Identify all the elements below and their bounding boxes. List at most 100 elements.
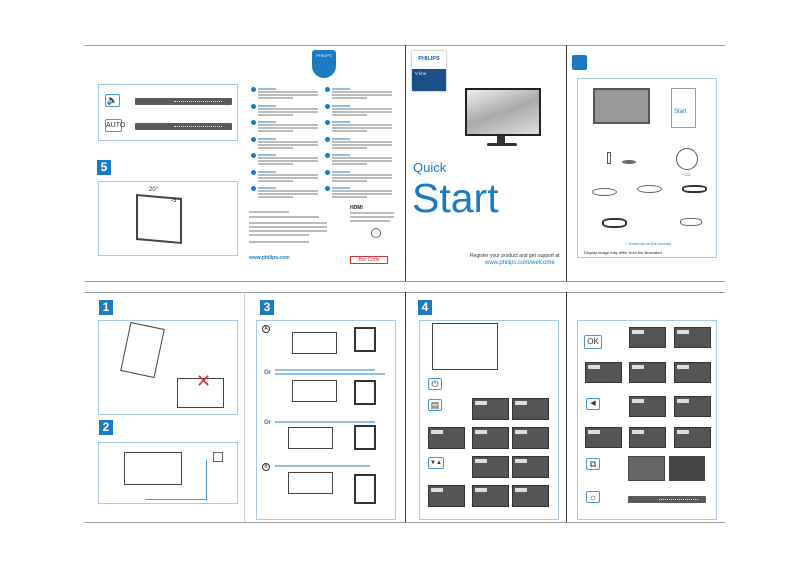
power-button: ⏻ <box>428 378 442 390</box>
osd-menu-screenshot <box>674 327 711 348</box>
tilt-up-label: 20° <box>149 187 159 193</box>
osd-menu-screenshot <box>472 427 509 449</box>
language-text-line <box>332 160 392 162</box>
language-bullet-icon <box>325 169 330 175</box>
language-text-line <box>258 88 276 90</box>
language-text-line <box>332 97 367 99</box>
barcode-box: Bar Code <box>350 256 388 264</box>
language-bullet-icon <box>251 103 256 109</box>
pc-rear-panel <box>354 380 376 405</box>
monitor-rear-illustration <box>124 452 182 485</box>
cable-item <box>680 218 702 226</box>
series-label: V line <box>415 71 427 76</box>
monitor-4-3-illustration <box>628 456 665 481</box>
menu-button: ▤ <box>428 399 442 411</box>
osd-menu-screenshot <box>428 427 465 449</box>
language-text-line <box>258 157 318 159</box>
mid-edge-top <box>85 281 725 282</box>
do-not-cross-icon: ✕ <box>196 371 212 391</box>
step-5-badge: 5 <box>97 160 111 175</box>
language-text-line <box>258 146 293 149</box>
ok-button: OK <box>584 335 602 349</box>
language-text-line <box>332 154 350 156</box>
cd-label: * CD <box>682 172 691 177</box>
language-bullet-icon <box>251 169 256 175</box>
language-text-line <box>332 104 350 107</box>
osd-menu-screenshot <box>512 398 549 420</box>
disclaimer: Display image may differ from the illust… <box>584 250 662 255</box>
language-text-line <box>258 176 318 179</box>
language-text-line <box>332 121 350 123</box>
divider <box>405 292 406 522</box>
osd-menu-screenshot <box>472 485 509 507</box>
menu-icon: ▤ <box>430 400 440 410</box>
language-text-line <box>332 173 392 176</box>
language-text-line <box>258 107 318 110</box>
step-1-badge: 1 <box>99 300 113 315</box>
step-3-badge: 3 <box>260 300 274 315</box>
booklet-title: Start <box>674 109 687 115</box>
language-text-line <box>258 196 293 198</box>
osd-menu-screenshot <box>674 362 711 383</box>
legal-text <box>249 211 329 245</box>
language-text-line <box>332 176 392 179</box>
osd-menu-screenshot <box>629 327 666 348</box>
language-text-line <box>258 97 293 99</box>
instruction-text <box>275 465 370 467</box>
osd-menu-screenshot <box>674 427 711 448</box>
instruction-text <box>275 421 375 423</box>
auto-button: AUTO <box>105 119 125 132</box>
monitor-stand <box>497 136 505 144</box>
osd-menu-screenshot <box>512 427 549 449</box>
brightness-button: ☼ <box>586 491 600 503</box>
language-text-line <box>332 94 392 96</box>
language-bullet-icon <box>251 136 256 142</box>
language-text-line <box>258 124 318 126</box>
language-text-line <box>332 190 392 192</box>
language-text-line <box>258 130 293 132</box>
language-text-line <box>332 107 392 110</box>
hdmi-text <box>350 220 390 222</box>
language-text-line <box>258 140 318 143</box>
divider <box>244 292 245 522</box>
divider <box>566 45 567 281</box>
osd-menu-screenshot <box>629 427 666 448</box>
osd-menu-screenshot <box>512 456 549 478</box>
language-bullet-icon <box>325 120 330 125</box>
monitor-item <box>593 88 650 124</box>
language-text-line <box>332 179 367 182</box>
language-text-line <box>332 157 392 159</box>
step-2-badge: 2 <box>99 420 113 435</box>
language-text-line <box>258 143 318 146</box>
monitor-photo <box>465 88 541 136</box>
language-bullet-icon <box>325 87 330 92</box>
cover-title-start: Start <box>412 175 499 221</box>
sun-icon: ☼ <box>588 492 598 502</box>
osd-menu-screenshot <box>629 396 666 417</box>
register-url[interactable]: www.philips.com/welcome <box>485 260 555 266</box>
language-text-line <box>332 113 367 116</box>
language-text-line <box>332 143 392 146</box>
language-text-line <box>258 127 318 129</box>
language-text-line <box>332 91 392 93</box>
language-bullet-icon <box>325 103 330 109</box>
language-bullet-icon <box>251 120 256 125</box>
language-text-line <box>332 124 392 126</box>
osd-menu-screenshot <box>472 456 509 478</box>
osd-hotkeys-box <box>98 84 238 141</box>
specs-link[interactable]: www.philips.com <box>249 255 290 261</box>
divider <box>405 45 406 281</box>
language-text-line <box>332 170 350 173</box>
cd-item <box>676 148 698 170</box>
language-text-line <box>258 110 318 113</box>
language-text-line <box>258 104 276 107</box>
cable-item <box>637 185 662 193</box>
base-item <box>607 152 611 164</box>
language-text-line <box>332 88 350 90</box>
language-text-line <box>332 127 392 129</box>
language-text-line <box>258 94 318 96</box>
instruction-text <box>275 369 375 371</box>
power-cable-item <box>602 218 627 228</box>
bottom-edge <box>85 522 725 523</box>
up-down-arrows-icon: ▼▲ <box>430 460 442 466</box>
